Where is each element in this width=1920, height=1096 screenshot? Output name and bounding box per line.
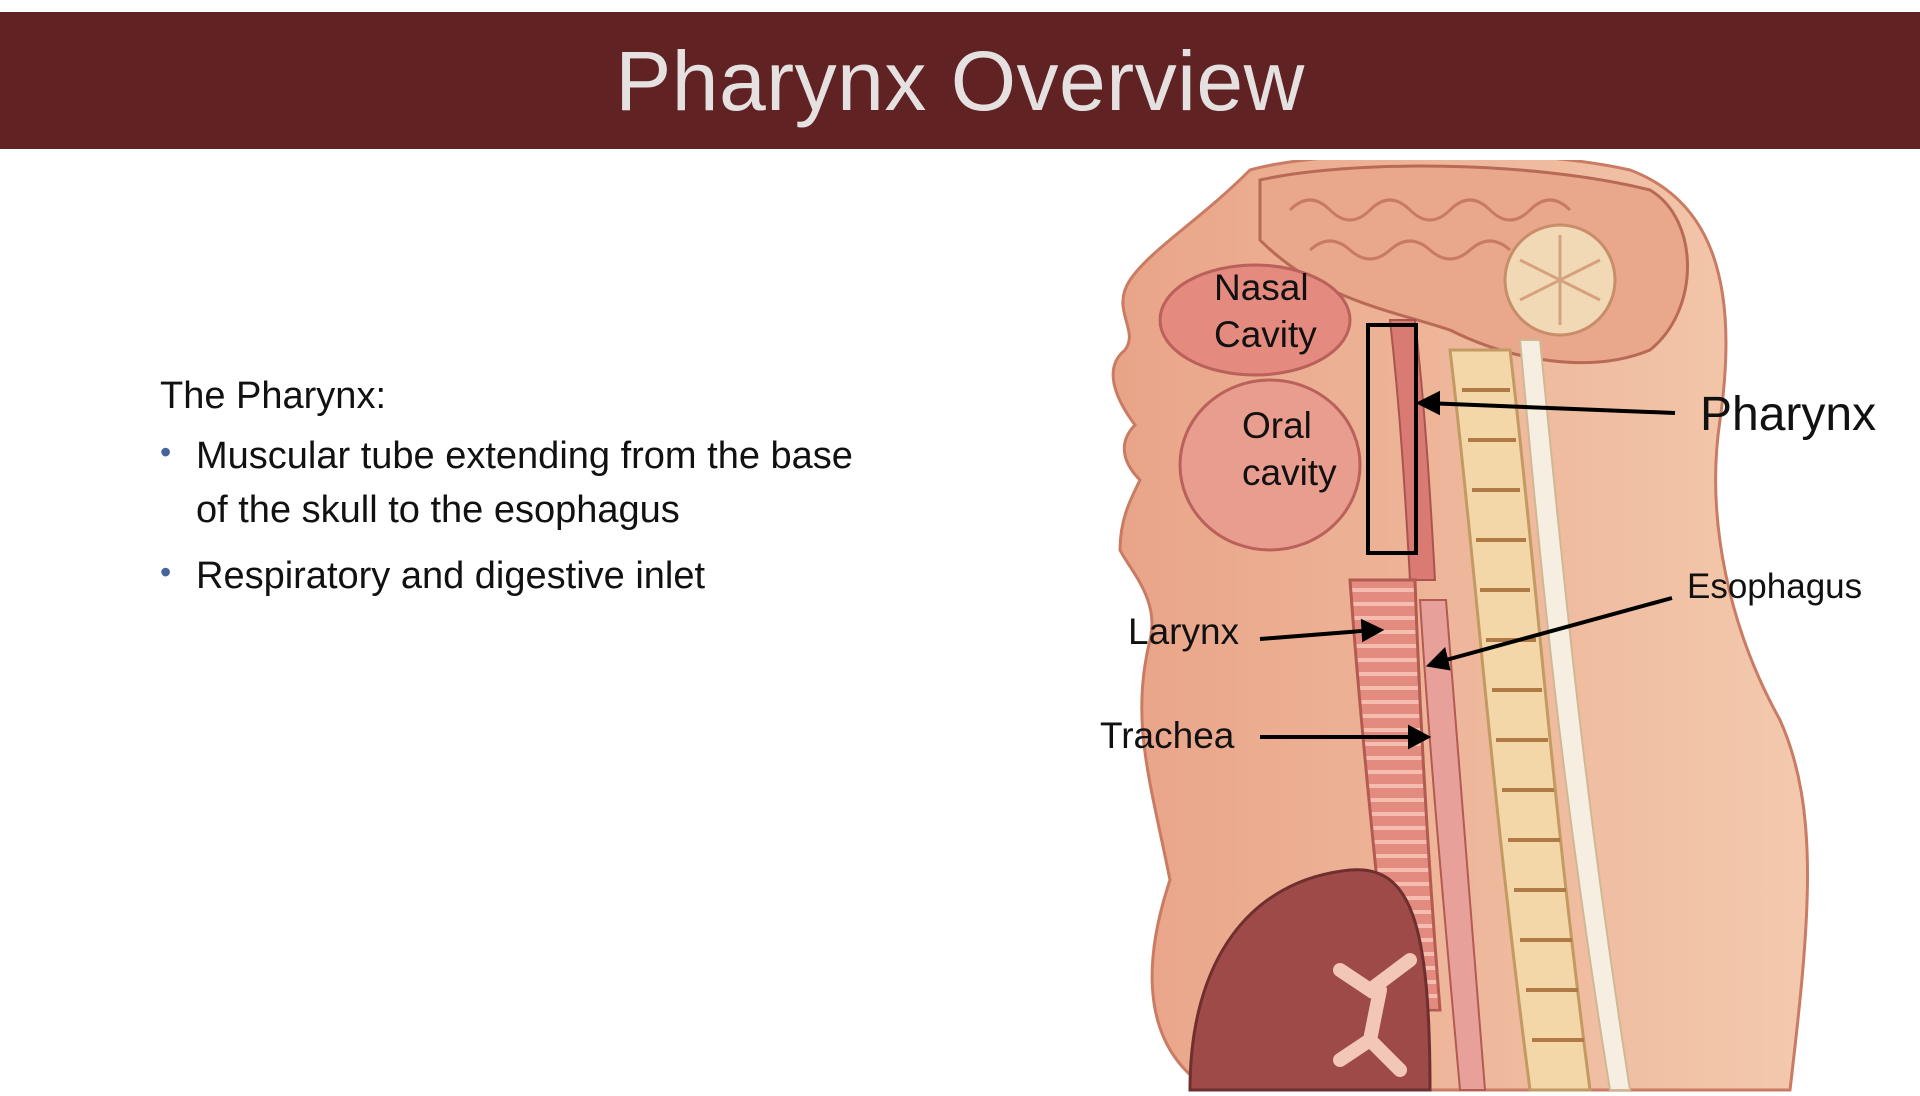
label-arrows [1259,390,1676,750]
nasal-label-line2: Cavity [1214,314,1317,356]
slide-body: The Pharynx: • Muscular tube extending f… [160,370,860,616]
bullet-text: Respiratory and digestive inlet [196,554,706,597]
pharynx-highlight-box [1366,323,1418,555]
trachea-tube [1348,578,1442,1012]
bullet-item: • Muscular tube extending from the base … [160,430,860,538]
oral-cavity-label: Oral cavity [1242,402,1337,497]
nasal-cavity-label: Nasal Cavity [1214,264,1317,359]
esophagus-label: Esophagus [1687,567,1863,606]
bullet-dot-icon: • [160,433,172,470]
intro-text: The Pharynx: [160,375,386,417]
anatomy-illustration [1111,160,1809,1092]
trachea-label: Trachea [1100,715,1235,756]
oral-label-line1: Oral [1242,405,1312,446]
title-bar: Pharynx Overview [0,12,1920,149]
larynx-label: Larynx [1128,611,1240,652]
bullet-text: Muscular tube extending from the base of… [196,434,853,531]
anatomy-figure: Nasal Cavity Oral cavity Pharynx Esophag… [1090,160,1920,1096]
slide-title: Pharynx Overview [615,33,1305,128]
spine [1448,348,1592,1092]
nasal-label-line1: Nasal [1214,267,1309,308]
pharynx-label: Pharynx [1700,388,1877,441]
bullet-dot-icon: • [160,553,172,590]
oral-label-line2: cavity [1242,452,1337,494]
bullet-list: • Muscular tube extending from the base … [160,430,860,604]
bullet-item: • Respiratory and digestive inlet [160,550,860,604]
